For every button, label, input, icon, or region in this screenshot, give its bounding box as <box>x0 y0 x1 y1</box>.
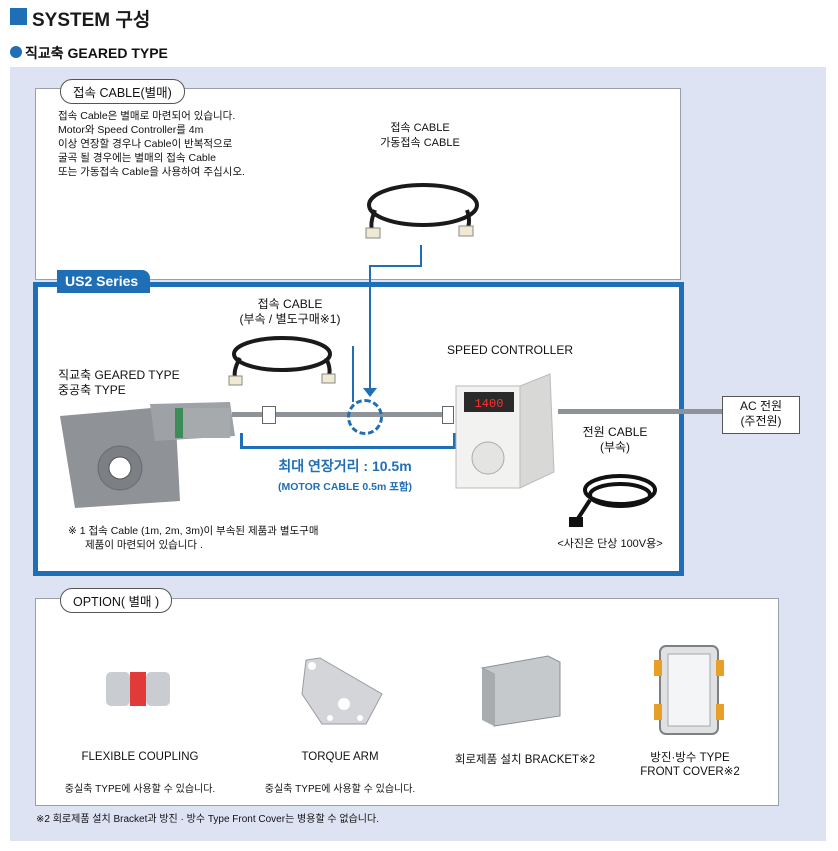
ac-power-box: AC 전원 (주전원) <box>722 396 800 434</box>
motor-label-1: 직교축 GEARED TYPE <box>58 368 180 382</box>
ac-power-label-2: (주전원) <box>740 414 782 428</box>
connector-line-v2 <box>369 265 371 393</box>
connection-point-circle <box>347 399 383 435</box>
cable-panel <box>35 88 681 280</box>
title-square-icon <box>10 8 27 25</box>
distance-bracket <box>240 433 456 449</box>
cable-coil-image-mid <box>228 336 336 386</box>
controller-display-text: 1400 <box>475 397 504 411</box>
included-cable-label: 접속 CABLE (부속 / 별도구매※1) <box>225 297 355 327</box>
torque-arm-image <box>301 657 383 725</box>
bullet-dot-icon <box>10 46 22 58</box>
footnote-1-line2: 제품이 마련되어 있습니다 . <box>85 539 203 551</box>
motor-label: 직교축 GEARED TYPE 중공축 TYPE <box>58 368 208 398</box>
max-distance-label: 최대 연장거리 : 10.5m <box>278 458 412 474</box>
included-cable-label-1: 접속 CABLE <box>257 297 323 311</box>
cable-option-label-1: 접속 CABLE <box>390 122 450 134</box>
cable-panel-tab: 접속 CABLE(별매) <box>60 79 185 104</box>
included-cable-label-2: (부속 / 별도구매※1) <box>239 312 341 326</box>
front-cover-image <box>654 645 724 735</box>
arrow-down-icon <box>363 388 377 397</box>
cable-description: 접속 Cable은 별매로 마련되어 있습니다. Motor와 Speed Co… <box>58 109 288 179</box>
footnote-1-line1: ※ 1 접속 Cable (1m, 2m, 3m)이 부속된 제품과 별도구매 <box>68 525 319 537</box>
controller-connector-icon <box>442 406 454 424</box>
power-cable-label: 전원 CABLE (부속) <box>570 425 660 455</box>
cable-desc-line: 굴곡 될 경우에는 별매의 접속 Cable <box>58 152 216 164</box>
connector-line-v1 <box>420 245 422 267</box>
max-distance-note: (MOTOR CABLE 0.5m 포함) <box>277 481 413 493</box>
footnote-2: ※2 회로제품 설치 Bracket과 방진 · 방수 Type Front C… <box>36 814 379 825</box>
option-front-cover-label: 방진·방수 TYPE FRONT COVER※2 <box>620 751 760 779</box>
option-torque-arm-note: 중실축 TYPE에 사용할 수 있습니다. <box>264 784 416 795</box>
flexible-coupling-image <box>106 672 170 706</box>
ac-power-label-1: AC 전원 <box>739 399 783 413</box>
page-subtitle: 직교축 GEARED TYPE <box>25 45 168 61</box>
footnote-1: ※ 1 접속 Cable (1m, 2m, 3m)이 부속된 제품과 별도구매 … <box>68 524 368 552</box>
motor-label-2: 중공축 TYPE <box>58 383 126 397</box>
cable-desc-line: Motor와 Speed Controller를 4m <box>58 124 204 136</box>
cable-option-label-2: 가동접속 CABLE <box>380 137 460 149</box>
page-title: SYSTEM 구성 <box>32 10 151 31</box>
bracket-image <box>480 655 561 727</box>
power-cable-label-1: 전원 CABLE <box>582 425 648 439</box>
cable-option-label: 접속 CABLE 가동접속 CABLE <box>360 121 480 151</box>
cable-desc-line: 또는 가동접속 Cable을 사용하여 주십시오. <box>58 166 245 178</box>
us2-series-tab: US2 Series <box>57 270 151 293</box>
connector-line-h <box>370 265 422 267</box>
power-cable-image <box>569 474 657 527</box>
cable-coil-image-top <box>365 183 479 239</box>
option-coupling-note: 중실축 TYPE에 사용할 수 있습니다. <box>64 784 216 795</box>
option-bracket-label: 회로제품 설치 BRACKET※2 <box>454 754 596 766</box>
motor-connector-icon <box>262 406 276 424</box>
speed-controller-image: 1400 <box>455 373 555 489</box>
power-photo-note: <사진은 단상 100V용> <box>557 538 663 550</box>
geared-motor-image <box>60 402 235 508</box>
power-cable-label-2: (부속) <box>599 440 631 454</box>
cable-desc-line: 이상 연장할 경우나 Cable이 반복적으로 <box>58 138 233 150</box>
option-coupling-label: FLEXIBLE COUPLING <box>81 751 199 763</box>
cable-pointer-line <box>352 346 354 402</box>
motor-cable-line <box>232 412 450 417</box>
speed-controller-label: SPEED CONTROLLER <box>446 343 574 357</box>
option-panel-tab: OPTION( 별매 ) <box>60 588 173 613</box>
ac-power-line <box>558 409 723 414</box>
option-torque-arm-label: TORQUE ARM <box>301 751 379 763</box>
cable-desc-line: 접속 Cable은 별매로 마련되어 있습니다. <box>58 110 236 122</box>
option-front-cover-label-2: FRONT COVER※2 <box>640 766 740 778</box>
option-front-cover-label-1: 방진·방수 TYPE <box>650 752 730 764</box>
